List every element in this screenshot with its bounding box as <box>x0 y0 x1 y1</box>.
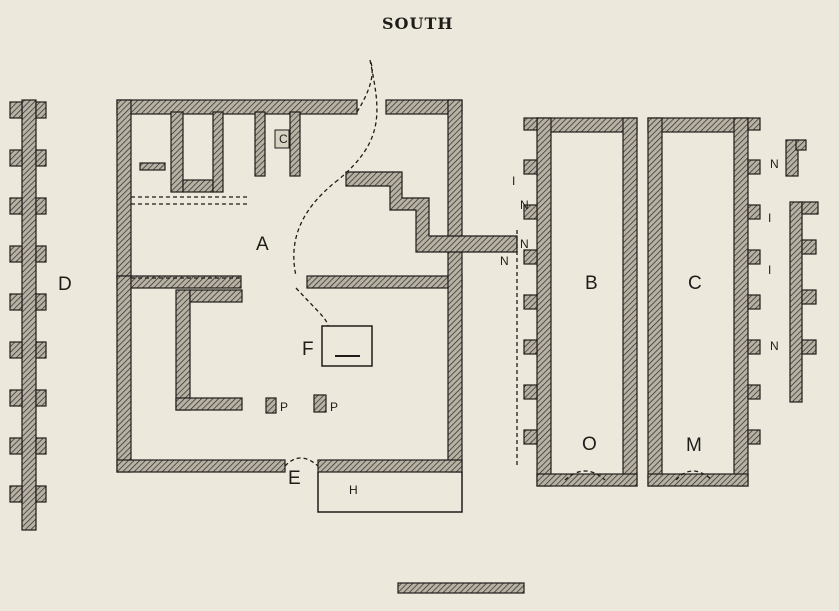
label-b: B <box>585 273 598 294</box>
label-n2: N <box>520 237 529 251</box>
label-m: M <box>686 435 702 456</box>
label-p2: P <box>330 400 338 414</box>
label-i2: I <box>768 211 771 225</box>
building-a <box>116 99 518 473</box>
label-o: O <box>582 434 597 455</box>
label-i1: I <box>512 174 515 188</box>
path-line-down <box>293 179 339 277</box>
label-n3: N <box>770 157 779 171</box>
page-title: SOUTH <box>382 14 454 33</box>
label-n5: N <box>500 254 509 268</box>
wall-fragment-right <box>785 139 819 403</box>
building-c <box>647 117 761 487</box>
label-i3: I <box>768 263 771 277</box>
label-h: H <box>349 483 358 497</box>
label-n4: N <box>770 339 779 353</box>
arch-o <box>564 470 606 481</box>
arch-m <box>675 470 713 481</box>
path-line-f <box>295 287 329 327</box>
label-c-small: C <box>279 132 288 146</box>
scale-bar <box>397 582 525 594</box>
label-f: F <box>302 339 314 360</box>
building-b <box>523 117 638 487</box>
object-f <box>321 325 373 367</box>
object-h <box>317 472 463 513</box>
room-c-box <box>274 129 290 149</box>
arch-e <box>284 457 319 467</box>
label-a: A <box>256 234 269 255</box>
path-line-top <box>356 59 373 113</box>
label-e: E <box>288 468 301 489</box>
path-line-curve <box>337 59 378 181</box>
label-p1: P <box>280 400 288 414</box>
label-d: D <box>58 274 72 295</box>
label-n1: N <box>520 198 529 212</box>
label-c: C <box>688 273 702 294</box>
wall-d <box>9 99 47 531</box>
